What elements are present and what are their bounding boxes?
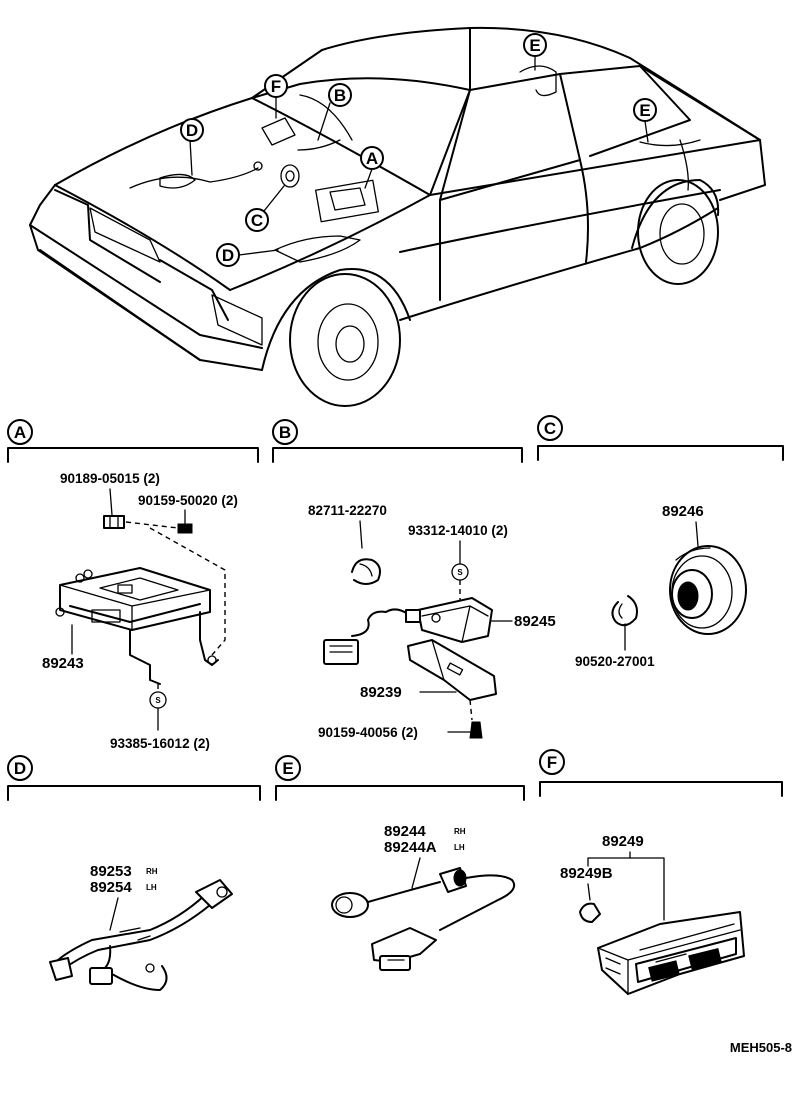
- snap-ring-icon: [611, 595, 638, 627]
- part-89243: 89243: [42, 655, 84, 672]
- indicator-panel-icon: [597, 911, 745, 995]
- section-d: D 89253 RH 89254 LH: [7, 755, 261, 991]
- part-82711-22270: 82711-22270: [308, 503, 387, 518]
- section-f-bracket: [539, 781, 783, 797]
- callout-a: A: [360, 146, 384, 189]
- section-b-bracket: [272, 447, 523, 463]
- s-mark-icon: [149, 691, 167, 709]
- section-c-bracket: [537, 445, 784, 461]
- part-89249b: 89249B: [560, 865, 613, 882]
- callout-f: F: [264, 74, 288, 119]
- nut-icon: [103, 515, 125, 529]
- part-90189-05015: 90189-05015 (2): [60, 471, 160, 486]
- bracket-icon: [407, 639, 497, 701]
- part-89244-side: RH: [454, 827, 466, 836]
- sensor-rotor-icon: [669, 545, 747, 635]
- bolt-icon: [177, 523, 193, 534]
- section-e: E 89244 RH 89244A LH: [275, 755, 525, 971]
- section-a-letter: A: [14, 423, 26, 442]
- section-a-badge: [7, 419, 33, 445]
- part-90159-40056: 90159-40056 (2): [318, 725, 418, 740]
- section-c: C 89246 90520-27001: [537, 415, 784, 669]
- car-illustration: [29, 26, 766, 407]
- section-f-badge: [539, 749, 565, 775]
- section-f-letter: F: [547, 753, 557, 772]
- part-89253-side: RH: [146, 867, 158, 876]
- front-wheel: [289, 273, 401, 407]
- clamp-icon: [351, 558, 381, 585]
- part-93385-16012: 93385-16012 (2): [110, 736, 210, 751]
- section-e-badge: [275, 755, 301, 781]
- svg-text:D: D: [222, 246, 234, 265]
- svg-text:A: A: [366, 149, 378, 168]
- bolt-icon: [469, 721, 483, 739]
- callout-e2: E: [633, 98, 657, 143]
- section-c-badge: [537, 415, 563, 441]
- section-a-bracket: [7, 447, 259, 463]
- section-e-bracket: [275, 785, 525, 801]
- section-f: F 89249 89249B: [539, 749, 783, 995]
- section-d-badge: [7, 755, 33, 781]
- svg-text:B: B: [334, 86, 346, 105]
- sensor-icon: [417, 597, 493, 643]
- diagram-code: MEH505-8: [730, 1040, 792, 1055]
- part-89239: 89239: [360, 684, 402, 701]
- speed-sensor-wire-icon: [331, 867, 516, 971]
- callout-e1: E: [523, 33, 547, 71]
- s-mark-label: S: [457, 568, 463, 577]
- callout-d2: D: [216, 243, 279, 267]
- part-89244-label: 89244: [384, 823, 426, 840]
- car-callouts: A B C D D E E: [180, 33, 657, 267]
- svg-text:C: C: [251, 211, 263, 230]
- section-e-letter: E: [282, 759, 293, 778]
- svg-text:E: E: [639, 101, 650, 120]
- part-89244a-label: 89244A: [384, 839, 437, 856]
- section-b: B 82711-22270 93312-14010 (2) 89245 8923…: [272, 419, 556, 740]
- callout-c: C: [245, 185, 285, 232]
- section-b-letter: B: [279, 423, 291, 442]
- part-89249: 89249: [602, 833, 644, 850]
- part-89254-side: LH: [146, 883, 157, 892]
- part-89246: 89246: [662, 503, 704, 520]
- part-93312-14010: 93312-14010 (2): [408, 523, 508, 538]
- section-d-bracket: [7, 785, 261, 801]
- part-89254-label: 89254: [90, 879, 132, 896]
- section-d-letter: D: [14, 759, 26, 778]
- section-c-letter: C: [544, 419, 556, 438]
- section-a: A 90189-05015 (2) 90159-50020 (2) 89243 …: [7, 419, 259, 751]
- part-89253-label: 89253: [90, 863, 132, 880]
- svg-text:F: F: [271, 77, 281, 96]
- section-b-badge: [272, 419, 298, 445]
- s-mark-label: S: [155, 696, 161, 705]
- callout-d1: D: [180, 118, 204, 142]
- part-90159-50020: 90159-50020 (2): [138, 493, 238, 508]
- bulb-icon: [579, 902, 601, 923]
- part-89245: 89245: [514, 613, 556, 630]
- rear-wheel: [637, 179, 719, 285]
- svg-text:D: D: [186, 121, 198, 140]
- speed-sensor-wire-icon: [49, 879, 233, 991]
- svg-text:E: E: [529, 36, 540, 55]
- callout-b: B: [317, 83, 352, 141]
- part-90520-27001: 90520-27001: [575, 654, 655, 669]
- part-89244a-side: LH: [454, 843, 465, 852]
